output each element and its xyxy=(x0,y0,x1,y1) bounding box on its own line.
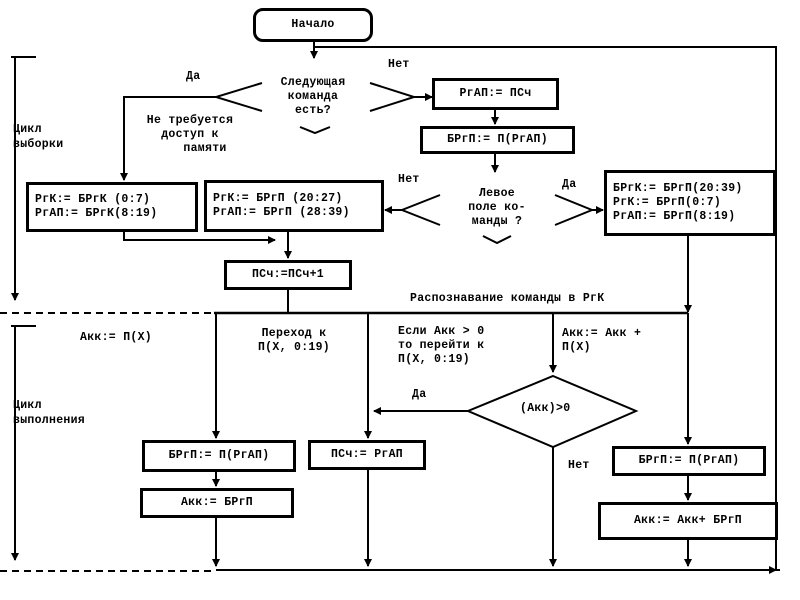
goto-label: Переход к П(Х, 0:19) xyxy=(257,327,330,354)
no-memory-access-note: Не требуется доступ к памяти xyxy=(146,114,234,155)
block-rgk-brgp-0: БРгК:= БРгП(20:39) РгК:= БРгП(0:7) РгАП:… xyxy=(604,170,776,236)
decision-left-field-text: Левое поле ко- манды ? xyxy=(468,187,526,228)
block-acc-brgp: Акк:= БРгП xyxy=(140,488,294,518)
decision-left-field-shape xyxy=(399,194,441,226)
block-acc-add-brgp: Акк:= Акк+ БРгП xyxy=(598,502,778,540)
decision-next-command-text: Следующая команда есть? xyxy=(280,76,346,117)
block-brgp-p-rgap-2: БРгП:= П(РгАП) xyxy=(142,440,296,472)
block-rgk-brgk: РгК:= БРгК (0:7) РгАП:= БРгК(8:19) xyxy=(26,182,198,232)
decision-next-command-shape xyxy=(212,82,263,112)
start-node: Начало xyxy=(253,8,373,42)
block-brgp-p-rgap-1: БРгП:= П(РгАП) xyxy=(420,126,575,154)
decision-acc-positive-no: Нет xyxy=(568,459,590,472)
decision-next-command-no: Нет xyxy=(388,58,410,71)
block-rgap-pc: РгАП:= ПСч xyxy=(432,78,559,110)
block-rgk-brgp-20: РгК:= БРгП (20:27) РгАП:= БРгП (28:39) xyxy=(204,180,384,232)
decision-left-field-yes: Да xyxy=(562,178,577,191)
fetch-cycle-label: Цикл выборки xyxy=(13,123,64,151)
decision-acc-positive-text: (Акк)>0 xyxy=(520,402,571,415)
recognition-label: Распознавание команды в РгК xyxy=(410,292,605,305)
decision-next-command-yes: Да xyxy=(186,70,201,83)
block-pc-rgap: ПСч:= РгАП xyxy=(308,440,426,470)
decision-acc-positive-yes: Да xyxy=(412,388,427,401)
acc-add-label: Акк:= Акк + П(Х) xyxy=(562,327,642,354)
acc-px-label: Акк:= П(Х) xyxy=(80,331,153,344)
execute-cycle-label: Цикл выполнения xyxy=(13,399,86,427)
start-label: Начало xyxy=(291,18,335,31)
cond-goto-label: Если Акк > 0 то перейти к П(Х, 0:19) xyxy=(398,325,485,366)
decision-left-field-no: Нет xyxy=(398,173,420,186)
block-pc-inc: ПСч:=ПСч+1 xyxy=(224,260,352,290)
block-brgp-p-rgap-3: БРгП:= П(РгАП) xyxy=(612,446,766,476)
